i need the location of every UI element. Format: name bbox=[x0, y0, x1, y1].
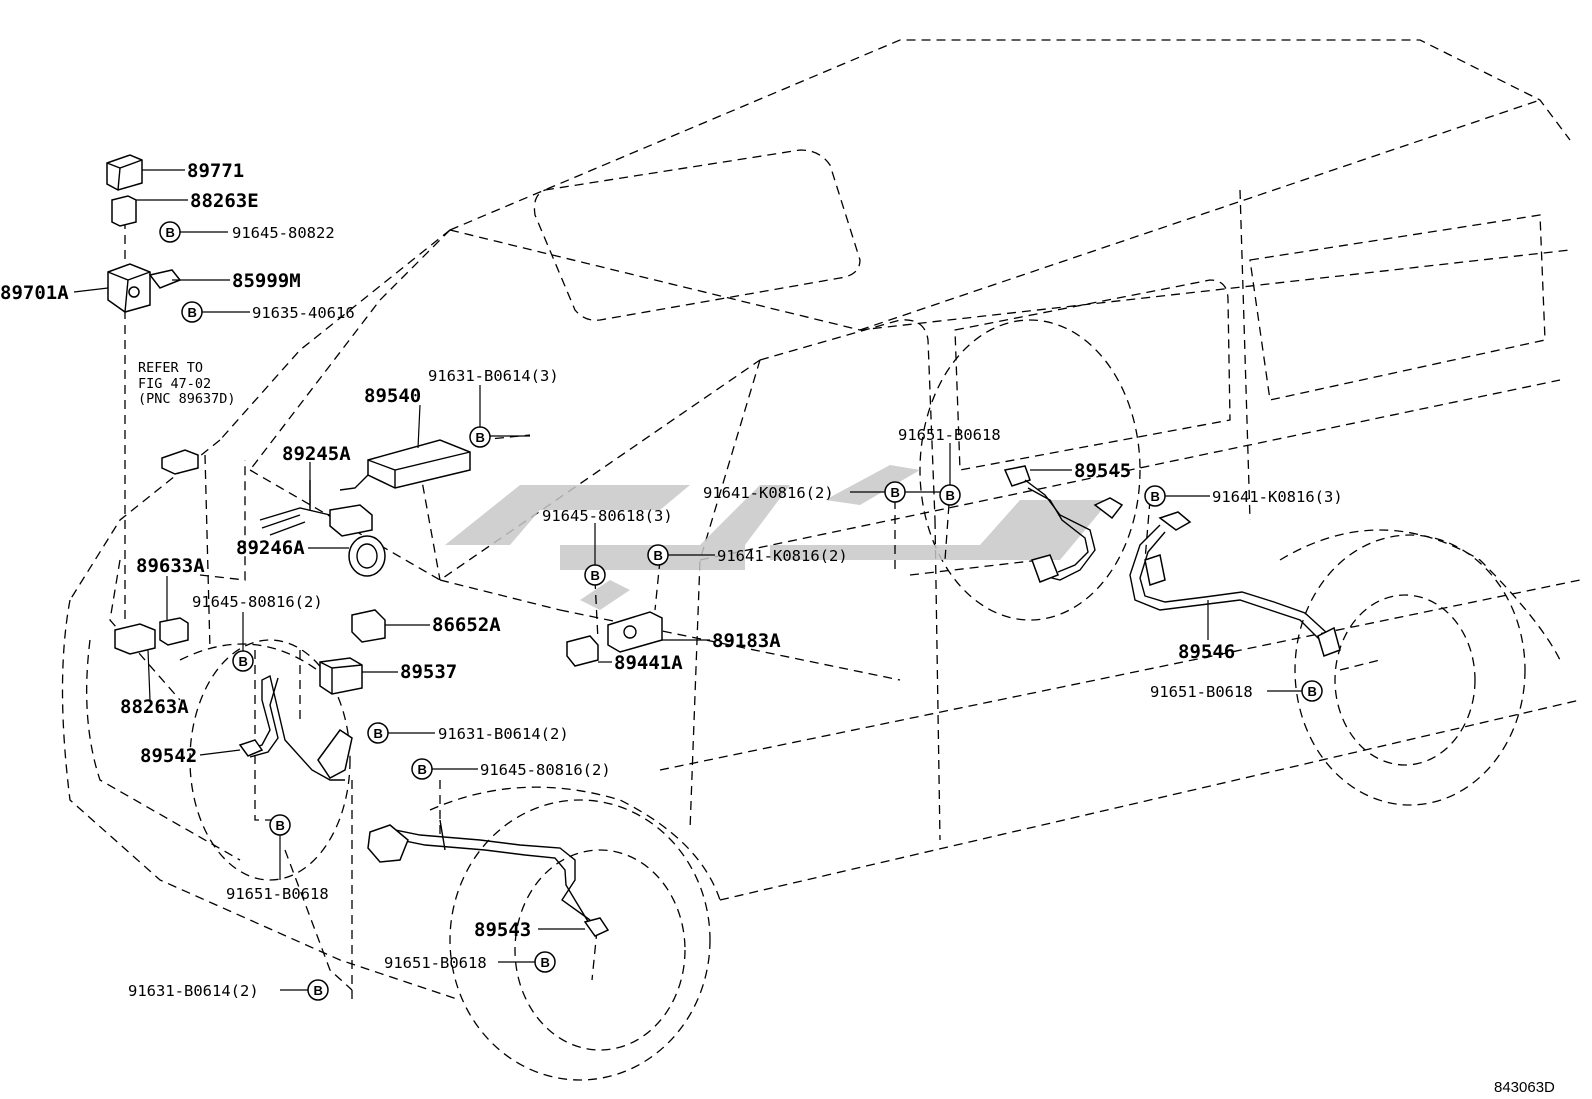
bolt-symbol-icon: B bbox=[1301, 680, 1323, 702]
label-91645-80822: 91645-80822 bbox=[232, 224, 335, 242]
svg-text:B: B bbox=[166, 225, 175, 240]
watermark-logo bbox=[445, 465, 1110, 610]
label-91651-B0618-bottom: 91651-B0618 bbox=[384, 954, 487, 972]
label-91645-80816-2-mid: 91645-80816(2) bbox=[480, 761, 611, 779]
relays-89633A-88263A bbox=[114, 617, 189, 655]
svg-text:B: B bbox=[654, 548, 663, 563]
svg-text:B: B bbox=[374, 726, 383, 741]
part-labels: 89771 88263E 91645-80822 89701A 85999M 9… bbox=[0, 160, 1555, 1096]
sensor-89441A bbox=[566, 635, 599, 667]
bolt-symbol-icon: B bbox=[884, 481, 906, 503]
label-91635-40616: 91635-40616 bbox=[252, 304, 355, 322]
bolt-symbol-icon: B bbox=[469, 426, 491, 448]
diagram-code: 843063D bbox=[1494, 1079, 1555, 1096]
label-91645-80816-2-left: 91645-80816(2) bbox=[192, 593, 323, 611]
refer-note-line3: (PNC 89637D) bbox=[138, 391, 236, 407]
svg-text:B: B bbox=[314, 983, 323, 998]
ecu-89540 bbox=[339, 439, 471, 491]
clip-85999M bbox=[148, 269, 182, 289]
label-89542: 89542 bbox=[140, 745, 197, 767]
svg-text:B: B bbox=[239, 654, 248, 669]
label-89543: 89543 bbox=[474, 919, 531, 941]
svg-text:B: B bbox=[476, 430, 485, 445]
label-89540: 89540 bbox=[364, 385, 421, 407]
bolt-symbol-icon: B bbox=[1144, 485, 1166, 507]
label-85999M: 85999M bbox=[232, 270, 301, 292]
label-89546: 89546 bbox=[1178, 641, 1235, 663]
svg-text:B: B bbox=[946, 488, 955, 503]
bolt-symbol-icon: B bbox=[367, 722, 389, 744]
harness-89543 bbox=[367, 819, 610, 937]
svg-text:B: B bbox=[1308, 684, 1317, 699]
label-89245A: 89245A bbox=[282, 443, 351, 465]
relay-89771 bbox=[106, 154, 143, 191]
sensor-89245A bbox=[259, 480, 373, 537]
bolt-symbols: B B B B B B B B B B B B B B B bbox=[159, 221, 1323, 1001]
bolt-symbol-icon: B bbox=[411, 758, 433, 780]
bolt-symbol-icon: B bbox=[159, 221, 181, 243]
label-91641-K0816-2-top: 91641-K0816(2) bbox=[703, 484, 834, 502]
label-89183A: 89183A bbox=[712, 630, 781, 652]
harness-89542 bbox=[238, 674, 353, 781]
svg-text:B: B bbox=[891, 485, 900, 500]
sensor-89537 bbox=[319, 657, 363, 695]
svg-text:B: B bbox=[1151, 489, 1160, 504]
label-91651-B0618-top: 91651-B0618 bbox=[898, 426, 1001, 444]
label-89246A: 89246A bbox=[236, 537, 305, 559]
harness-89545 bbox=[1003, 465, 1124, 583]
refer-note-line2: FIG 47-02 bbox=[138, 376, 211, 392]
label-91641-K0816-2-mid: 91641-K0816(2) bbox=[717, 547, 848, 565]
label-86652A: 86652A bbox=[432, 614, 501, 636]
label-91651-B0618-left: 91651-B0618 bbox=[226, 885, 329, 903]
svg-text:B: B bbox=[541, 955, 550, 970]
vehicle-outline bbox=[61, 39, 1581, 1081]
ring-89246A bbox=[348, 535, 386, 577]
bolt-symbol-icon: B bbox=[939, 484, 961, 506]
svg-text:B: B bbox=[188, 305, 197, 320]
sensor-89637D bbox=[161, 449, 199, 475]
label-88263A: 88263A bbox=[120, 696, 189, 718]
label-89537: 89537 bbox=[400, 661, 457, 683]
label-88263E: 88263E bbox=[190, 190, 259, 212]
label-89701A: 89701A bbox=[0, 282, 69, 304]
label-89545: 89545 bbox=[1074, 460, 1131, 482]
label-89633A: 89633A bbox=[136, 555, 205, 577]
label-89771: 89771 bbox=[187, 160, 244, 182]
bolt-symbol-icon: B bbox=[232, 650, 254, 672]
bracket-89701A bbox=[107, 263, 151, 313]
label-leaders bbox=[73, 169, 1302, 991]
relay-88263E bbox=[111, 195, 137, 227]
components bbox=[106, 154, 1341, 937]
refer-note-line1: REFER TO bbox=[138, 360, 203, 376]
bracket-89183A bbox=[607, 611, 663, 653]
label-91641-K0816-3: 91641-K0816(3) bbox=[1212, 488, 1343, 506]
label-91631-B0614-3: 91631-B0614(3) bbox=[428, 367, 559, 385]
bolt-symbol-icon: B bbox=[534, 951, 556, 973]
harness-89546 bbox=[1129, 511, 1341, 657]
bolt-symbol-icon: B bbox=[647, 544, 669, 566]
label-91651-B0618-right: 91651-B0618 bbox=[1150, 683, 1253, 701]
bolt-symbol-icon: B bbox=[584, 564, 606, 586]
bolt-symbol-icon: B bbox=[181, 301, 203, 323]
svg-text:B: B bbox=[591, 568, 600, 583]
label-89441A: 89441A bbox=[614, 652, 683, 674]
bolt-symbol-icon: B bbox=[307, 979, 329, 1001]
label-91645-80618-3: 91645-80618(3) bbox=[542, 507, 673, 525]
label-91631-B0614-2-bottom: 91631-B0614(2) bbox=[128, 982, 259, 1000]
bolt-symbol-icon: B bbox=[269, 814, 291, 836]
bracket-86652A bbox=[351, 609, 386, 643]
svg-text:B: B bbox=[418, 762, 427, 777]
svg-text:B: B bbox=[276, 818, 285, 833]
label-91631-B0614-2-mid: 91631-B0614(2) bbox=[438, 725, 569, 743]
